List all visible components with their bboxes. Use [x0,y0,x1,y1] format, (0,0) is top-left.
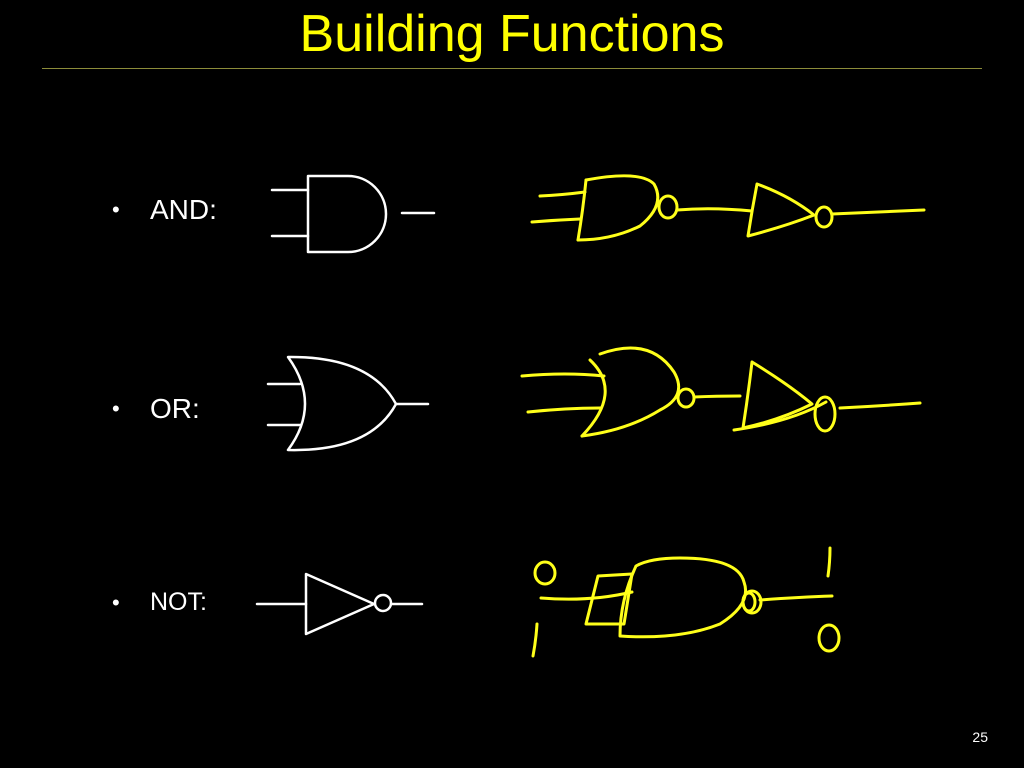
bullet-label-and: AND: [150,194,217,225]
ink-not-output-line [758,594,834,602]
ink-not-input-line [539,590,634,601]
ink-not-output-one-glyph [826,546,832,578]
bullet-label-not: NOT: [150,588,207,616]
slide-title: Building Functions [299,5,725,63]
ink-or-output [838,401,922,410]
handdrawn-and-construction [530,174,926,242]
ink-nand-body [576,174,660,242]
ink-and-input-a [538,190,587,198]
ink-not-bubble [814,205,834,229]
ink-or-link [692,394,742,399]
ink-and-output [830,208,926,216]
bullet-label-or: OR: [150,393,200,424]
not-bubble [373,593,393,613]
ink-and-link [675,207,754,213]
handdrawn-not-construction [531,546,841,658]
ink-tied-inputs-box [584,572,634,626]
ink-not-nand-bubble-overdraw [741,591,757,613]
ink-or-not-stroke [732,400,828,432]
ink-and-input-b [530,217,582,224]
ink-or-input-b [526,406,602,414]
ink-not-input-one-glyph [531,622,539,658]
ink-nand-back [576,178,588,242]
ink-nor-bubble [676,387,696,409]
handdrawn-or-construction [520,346,922,438]
ink-nor-back [580,358,607,438]
bullet-dot: • [112,197,120,222]
ink-not-input-zero-glyph [533,560,557,586]
ink-or-input-a [520,372,606,378]
or-gate-symbol [266,355,430,452]
ink-or-not-body [741,360,814,430]
bullet-dot: • [112,396,120,421]
and-gate-body [306,174,388,254]
ink-or-not-bubble [813,395,837,433]
ink-nand-bubble [657,194,679,220]
bullet-or: • OR: [112,393,200,425]
or-gate-body [286,355,398,452]
not-gate-body [304,572,376,636]
bullet-and: • AND: [112,194,217,226]
and-gate-symbol [270,174,436,254]
bullet-dot: • [112,589,120,615]
ink-not-nand-body [618,556,747,639]
ink-nor-body [580,346,681,438]
ink-not-body [746,182,816,238]
title-divider [42,68,982,69]
ink-not-output-zero-glyph [817,623,841,653]
bullet-not: • NOT: [112,588,207,617]
page-number: 25 [972,729,988,745]
not-gate-symbol [255,572,424,636]
